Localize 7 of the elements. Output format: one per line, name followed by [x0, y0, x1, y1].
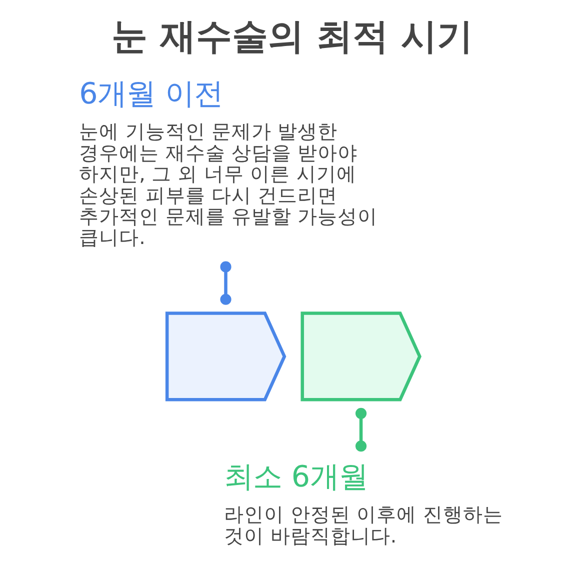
node-chevron	[164, 312, 286, 402]
connector	[354, 408, 366, 452]
diagram-title: 눈 재수술의 최적 시기	[111, 16, 473, 58]
node-chevron	[300, 312, 421, 402]
node-text: 6개월 이전 눈에 기능적인 문제가 발생한 경우에는 재수술 상담을 받아야 하지만, 그 외 너무 이른 시기에 손상된 피부를 다시 건드리면 추가적인 문제를 유발할 가능성이 큽니다.	[78, 76, 378, 250]
node-text: 최소 6개월 라인이 안정된 이후에 진행하는 것이 바람직합니다.	[224, 460, 502, 548]
connector	[220, 261, 231, 305]
